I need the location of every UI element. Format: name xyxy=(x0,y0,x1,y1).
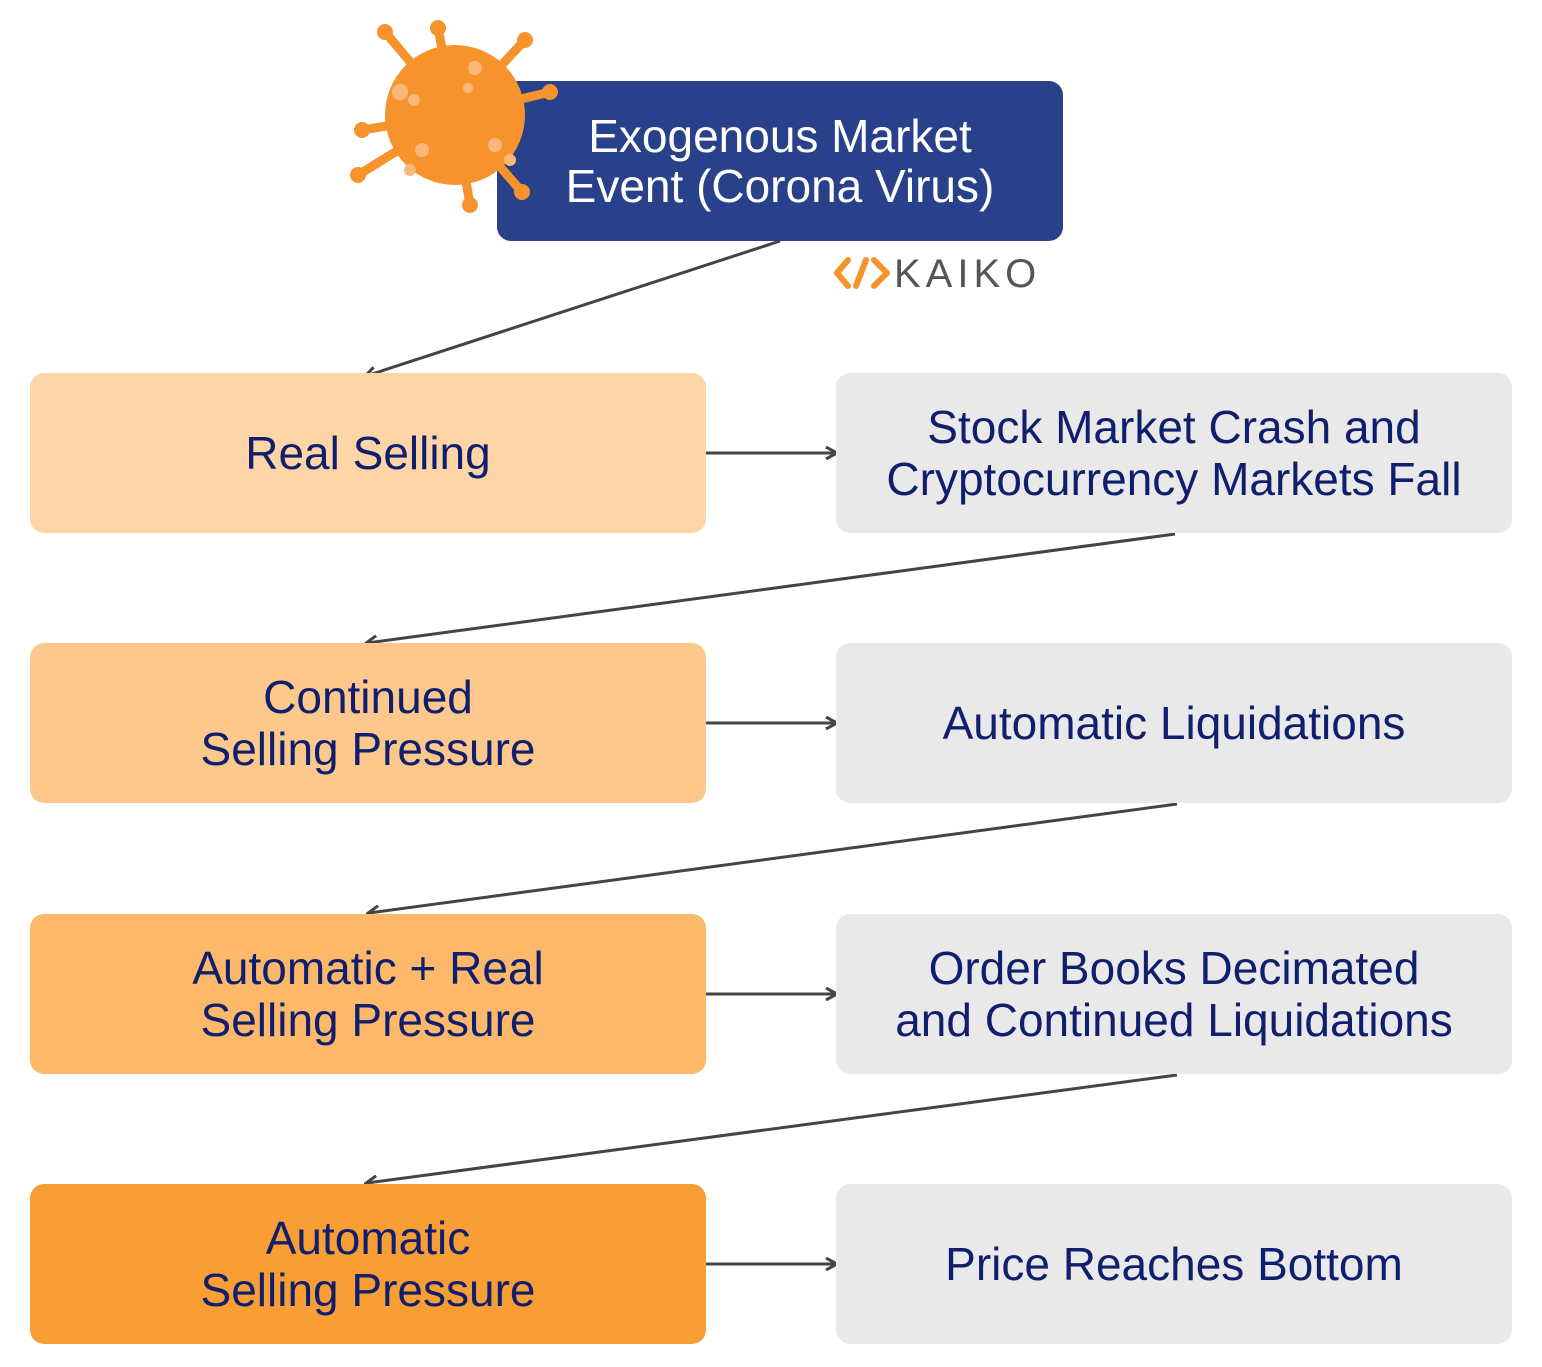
arrow-row2-to-row3 xyxy=(369,802,1178,913)
arrow-row3-to-row4 xyxy=(367,1073,1178,1183)
market-crash-box: Stock Market Crash and Cryptocurrency Ma… xyxy=(836,373,1512,533)
continued-selling-label: Continued Selling Pressure xyxy=(200,671,536,775)
continued-selling-box: Continued Selling Pressure xyxy=(30,643,706,803)
real-selling-box: Real Selling xyxy=(30,373,706,533)
arrow-top-to-row1 xyxy=(366,239,781,376)
automatic-real-selling-box: Automatic + Real Selling Pressure xyxy=(30,914,706,1074)
kaiko-logo: KAIKO xyxy=(832,252,1062,296)
real-selling-label: Real Selling xyxy=(245,427,491,479)
price-bottom-label: Price Reaches Bottom xyxy=(945,1238,1403,1290)
automatic-selling-box: Automatic Selling Pressure xyxy=(30,1184,706,1344)
automatic-liquidations-label: Automatic Liquidations xyxy=(942,697,1406,749)
exogenous-event-label: Exogenous Market Event (Corona Virus) xyxy=(565,110,995,212)
kaiko-logo-text: KAIKO xyxy=(894,252,1042,296)
automatic-real-selling-label: Automatic + Real Selling Pressure xyxy=(192,942,544,1046)
order-books-box: Order Books Decimated and Continued Liqu… xyxy=(836,914,1512,1074)
market-crash-label: Stock Market Crash and Cryptocurrency Ma… xyxy=(886,401,1462,505)
order-books-label: Order Books Decimated and Continued Liqu… xyxy=(895,942,1453,1046)
exogenous-event-box: Exogenous Market Event (Corona Virus) xyxy=(497,81,1063,241)
automatic-liquidations-box: Automatic Liquidations xyxy=(836,643,1512,803)
kaiko-logo-icon xyxy=(834,257,890,289)
price-bottom-box: Price Reaches Bottom xyxy=(836,1184,1512,1344)
virus-icon xyxy=(350,20,558,213)
automatic-selling-label: Automatic Selling Pressure xyxy=(200,1212,536,1316)
arrow-row1-to-row2 xyxy=(367,532,1176,643)
